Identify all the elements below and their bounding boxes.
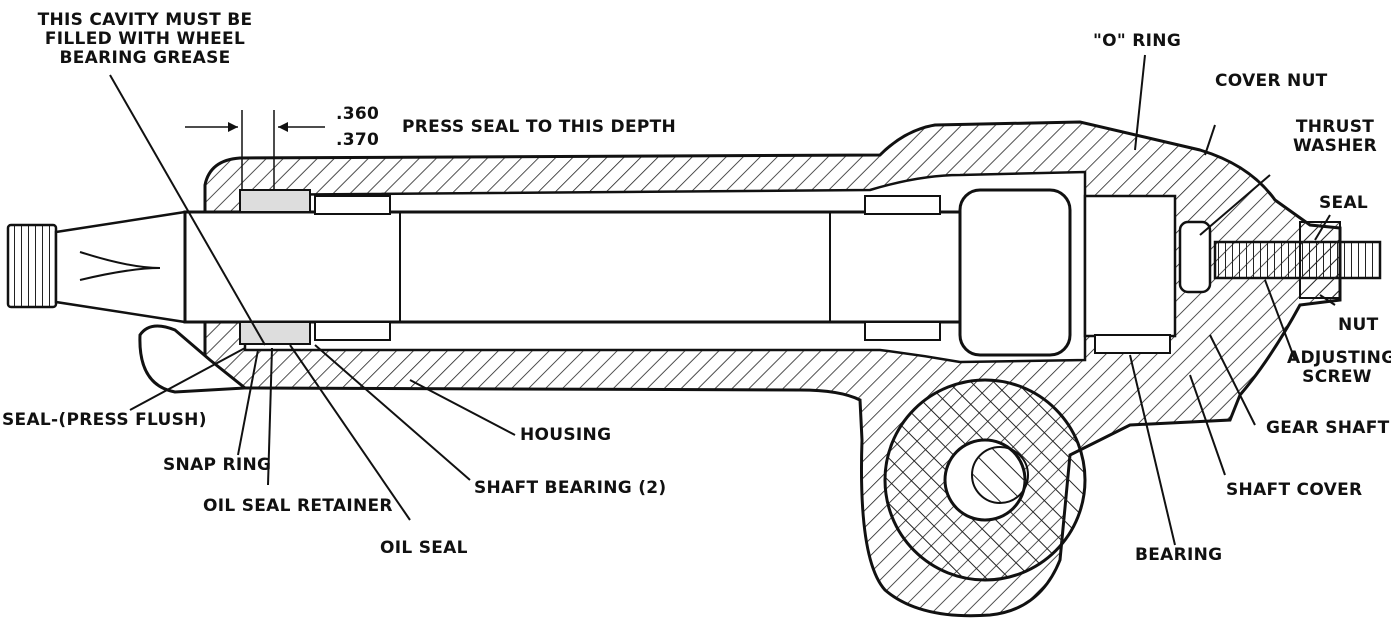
seal-pack-top	[239, 189, 311, 213]
snap-ring-label: SNAP RING	[163, 455, 272, 475]
dimension-lower: .370	[336, 130, 380, 150]
shaft-bearing-left-bottom	[314, 321, 391, 341]
adjusting-screw-label-line2: SCREW	[1302, 367, 1372, 387]
housing-mount-ear	[138, 324, 249, 394]
adjusting-screw	[1213, 240, 1382, 280]
shaft-bearing-label: SHAFT BEARING (2)	[474, 478, 667, 498]
bearing-label: BEARING	[1135, 545, 1223, 565]
threaded-end	[6, 223, 58, 309]
thrust-washer-label-line1: THRUST	[1295, 117, 1375, 137]
cavity-label-line3: BEARING GREASE	[59, 48, 231, 68]
seal-press-flush-label: SEAL-(PRESS FLUSH)	[2, 410, 207, 430]
gear-shaft-label: GEAR SHAFT	[1266, 418, 1390, 438]
thrust-washer	[1178, 220, 1212, 294]
shaft-bearing-right-bottom	[864, 321, 941, 341]
thrust-washer-label-line2: WASHER	[1292, 136, 1378, 156]
housing-label: HOUSING	[520, 425, 612, 445]
shaft-bearing-right-top	[864, 195, 941, 215]
o-ring-label: "O" RING	[1093, 31, 1182, 51]
lock-nut	[1299, 221, 1341, 299]
oil-seal-retainer-label: OIL SEAL RETAINER	[203, 496, 393, 516]
seal-label: SEAL	[1319, 193, 1369, 213]
worm-shaft	[183, 210, 962, 324]
cavity-label-line1: THIS CAVITY MUST BE	[37, 10, 253, 30]
adjusting-screw-label-line1: ADJUSTING	[1287, 348, 1391, 368]
bearing	[1094, 334, 1171, 354]
shaft-bearing-left-top	[314, 195, 391, 215]
splined-shaft	[54, 210, 187, 324]
dimension-upper: .360	[336, 104, 380, 124]
shaft-cover-label: SHAFT COVER	[1226, 480, 1363, 500]
cover-nut-label: COVER NUT	[1215, 71, 1328, 91]
cavity-label-line2: FILLED WITH WHEEL	[44, 29, 246, 49]
press-seal-label: PRESS SEAL TO THIS DEPTH	[402, 117, 677, 137]
seal-pack-bottom	[239, 321, 311, 345]
oil-seal-label: OIL SEAL	[380, 538, 468, 558]
nut-label: NUT	[1338, 315, 1379, 335]
gear-roller	[958, 188, 1072, 357]
